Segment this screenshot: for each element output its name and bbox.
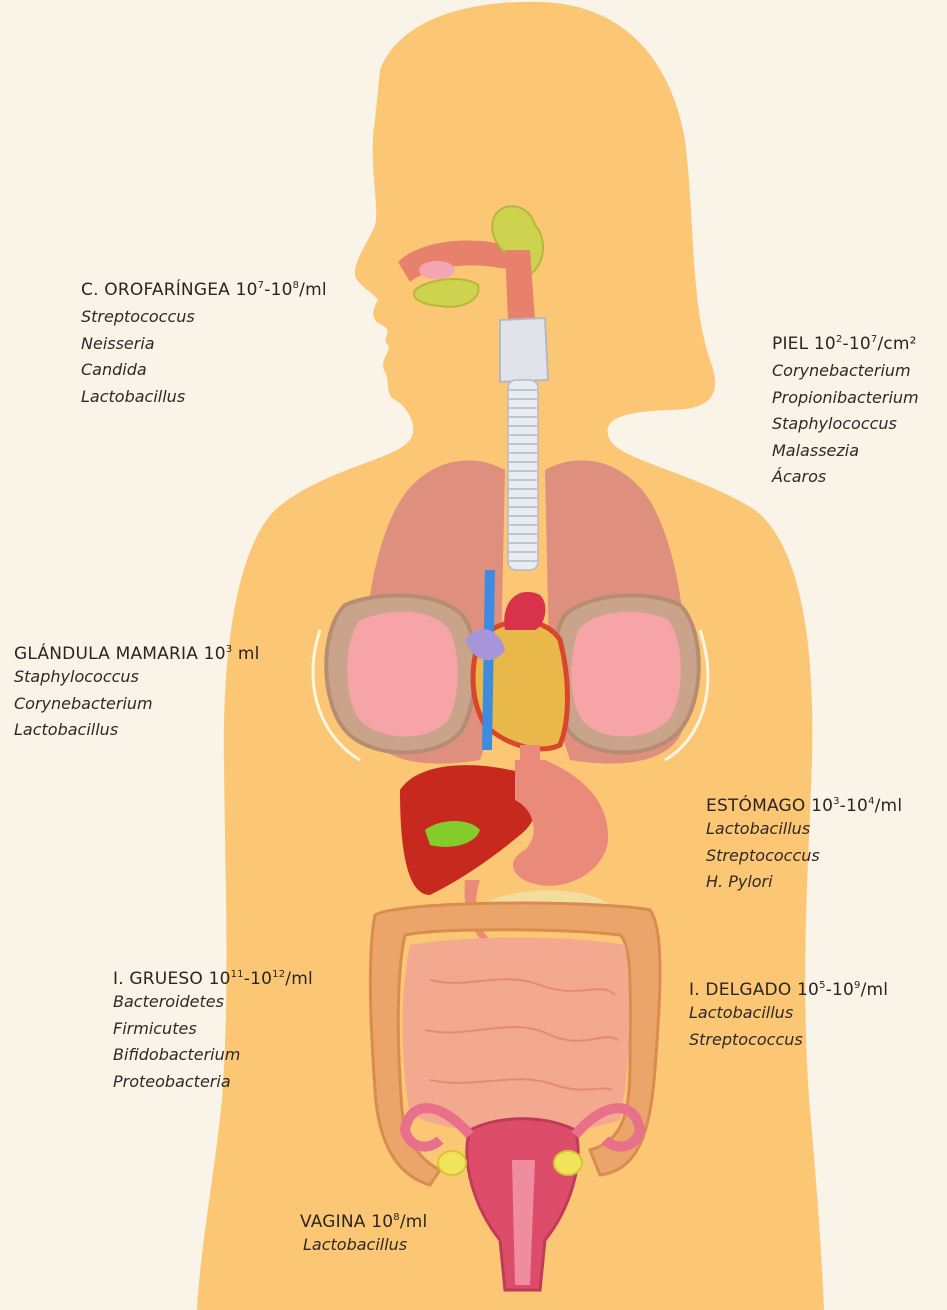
label-delgado: I. DELGADO 105-109/ml Lactobacillus Stre…	[689, 980, 888, 1053]
organism-list: Lactobacillus Streptococcus H. Pylori	[706, 816, 902, 896]
organism: Firmicutes	[113, 1016, 313, 1043]
ovary-left	[438, 1151, 466, 1175]
organism: Streptococcus	[706, 843, 902, 870]
organism-list: Lactobacillus	[300, 1232, 427, 1259]
label-title: ESTÓMAGO 103-104/ml	[706, 796, 902, 816]
organism: Bacteroidetes	[113, 989, 313, 1016]
organism: Bifidobacterium	[113, 1042, 313, 1069]
organism: Staphylococcus	[14, 664, 260, 691]
pharynx	[505, 250, 535, 320]
label-title: PIEL 102-107/cm²	[772, 334, 919, 354]
label-title: C. OROFARÍNGEA 107-108/ml	[81, 280, 327, 300]
organism: Malassezia	[772, 438, 919, 465]
organism-list: Bacteroidetes Firmicutes Bifidobacterium…	[113, 989, 313, 1095]
label-estomago: ESTÓMAGO 103-104/ml Lactobacillus Strept…	[706, 796, 902, 896]
mammary-gland-left	[326, 595, 475, 752]
mammary-gland-right	[554, 595, 699, 752]
organism: Lactobacillus	[14, 717, 260, 744]
label-grueso: I. GRUESO 1011-1012/ml Bacteroidetes Fir…	[113, 969, 313, 1095]
organism: Neisseria	[81, 331, 327, 358]
label-title: GLÁNDULA MAMARIA 103 ml	[14, 644, 260, 664]
organism: Lactobacillus	[81, 384, 327, 411]
organism: Corynebacterium	[772, 358, 919, 385]
organism: Propionibacterium	[772, 385, 919, 412]
tongue	[419, 261, 455, 279]
label-title: I. GRUESO 1011-1012/ml	[113, 969, 313, 989]
organism: Streptococcus	[81, 304, 327, 331]
esophagus-lower	[520, 745, 540, 765]
organism-list: Staphylococcus Corynebacterium Lactobaci…	[14, 664, 260, 744]
label-vagina: VAGINA 108/ml Lactobacillus	[300, 1212, 427, 1259]
organism: Ácaros	[772, 464, 919, 491]
organism-list: Corynebacterium Propionibacterium Staphy…	[772, 358, 919, 491]
organism-list: Lactobacillus Streptococcus	[689, 1000, 888, 1053]
label-piel: PIEL 102-107/cm² Corynebacterium Propion…	[772, 334, 919, 491]
organism-list: Streptococcus Neisseria Candida Lactobac…	[81, 304, 327, 410]
label-orofaringea: C. OROFARÍNGEA 107-108/ml Streptococcus …	[81, 280, 327, 410]
organism: Lactobacillus	[706, 816, 902, 843]
organism: Lactobacillus	[303, 1232, 427, 1259]
organism: Corynebacterium	[14, 691, 260, 718]
larynx	[500, 318, 548, 382]
organism: Proteobacteria	[113, 1069, 313, 1096]
ovary-right	[554, 1151, 582, 1175]
organism: Staphylococcus	[772, 411, 919, 438]
label-mamaria: GLÁNDULA MAMARIA 103 ml Staphylococcus C…	[14, 644, 260, 744]
organism: H. Pylori	[706, 869, 902, 896]
label-title: VAGINA 108/ml	[300, 1212, 427, 1232]
organism: Streptococcus	[689, 1027, 888, 1054]
organism: Lactobacillus	[689, 1000, 888, 1027]
organism: Candida	[81, 357, 327, 384]
label-title: I. DELGADO 105-109/ml	[689, 980, 888, 1000]
